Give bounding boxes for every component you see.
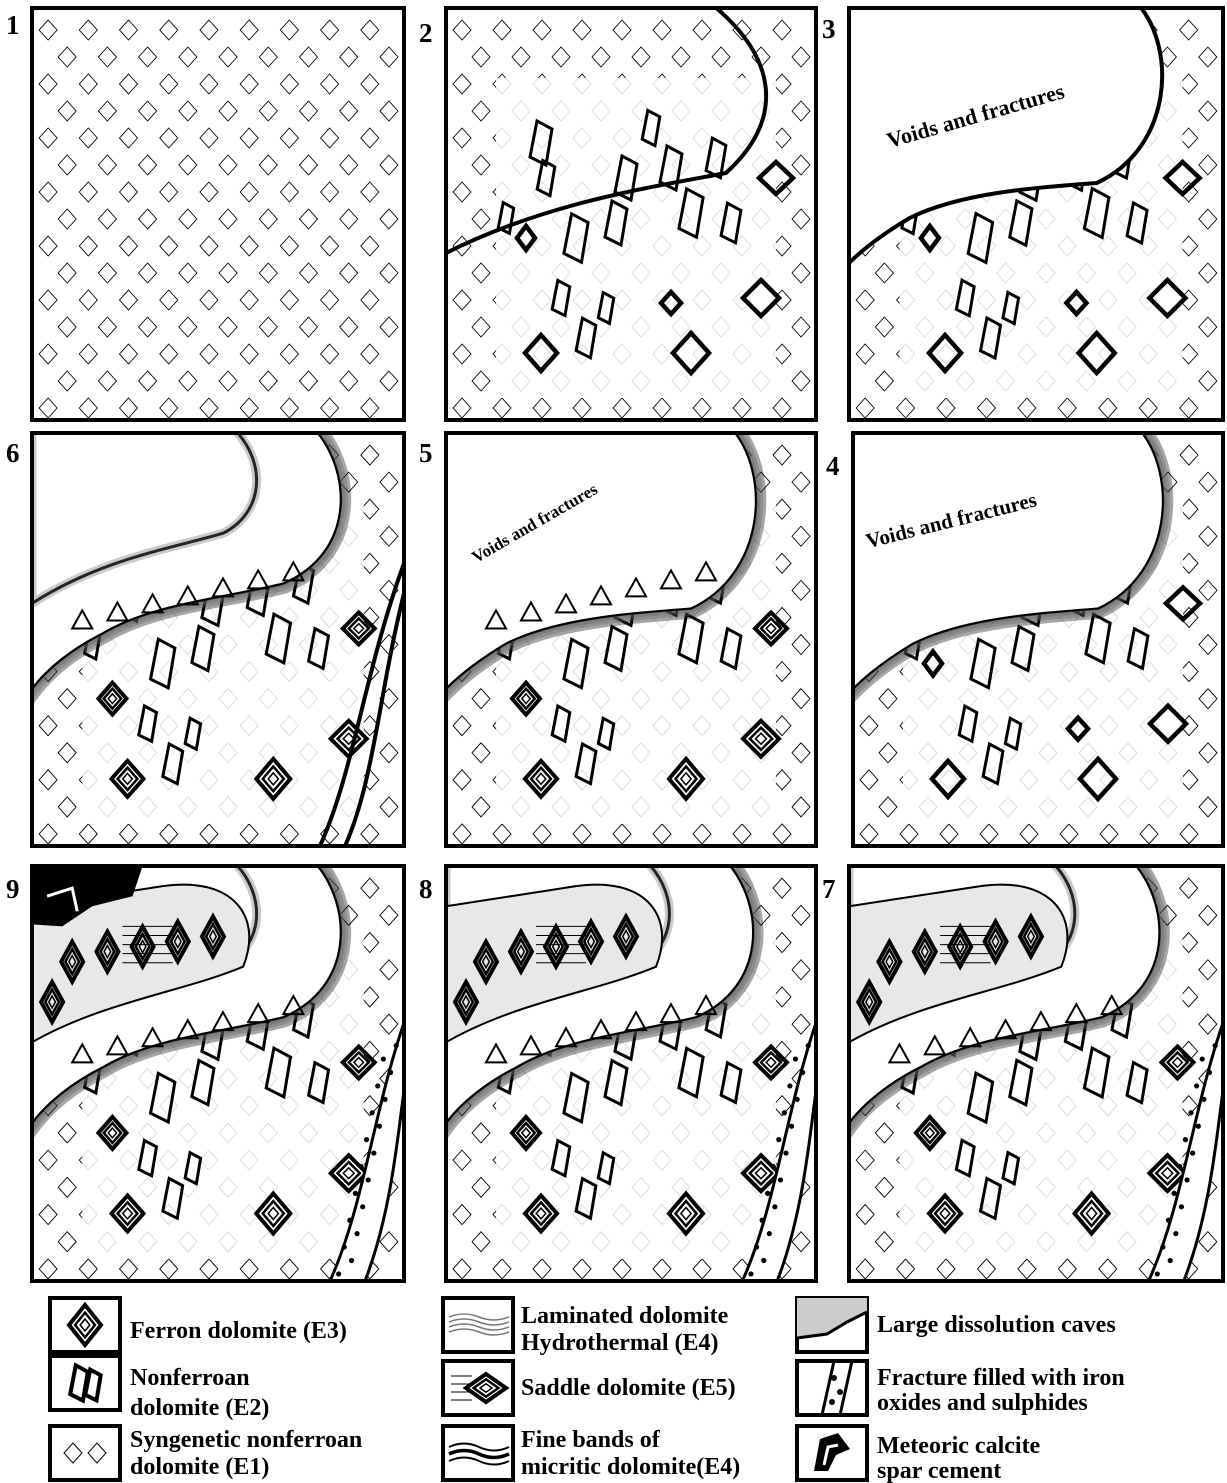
fracture-fill-icon [797,1361,867,1415]
saddle-dolomite-icon [443,1361,513,1415]
panel-3: 3Voids and fractures [822,3,1223,420]
legend-label: Hydrothermal (E4) [521,1330,719,1356]
panel-number: 4 [826,451,840,481]
meteoric-calcite-icon [797,1426,867,1480]
legend-label: Meteoric calcite [877,1433,1041,1459]
legend-item: Fracture filled with ironoxides and sulp… [797,1361,1125,1416]
panel-number: 1 [6,10,20,40]
legend-label: Large dissolution caves [877,1312,1116,1338]
panel-7: 7 [822,861,1225,1284]
legend-item: Large dissolution caves [797,1298,1116,1352]
micritic-bands-icon [443,1426,513,1480]
legend-label: micritic dolomite(E4) [521,1454,740,1480]
legend-item: Meteoric calcitespar cement [797,1426,1041,1483]
panel-number: 9 [6,874,20,904]
legend-label: Saddle dolomite (E5) [521,1375,736,1401]
legend-item: Laminated dolomiteHydrothermal (E4) [443,1298,729,1356]
panel-number: 8 [419,874,433,904]
crystal-cluster [496,78,793,398]
legend: Ferron dolomite (E3) Nonferroan dolomite (… [50,1298,1125,1483]
legend-label: Laminated dolomite [521,1303,729,1329]
panel-number: 2 [419,18,433,48]
legend-label: Fine bands of [521,1427,661,1453]
legend-label: Fracture filled with iron [877,1365,1125,1391]
panel-number: 3 [822,14,836,44]
panel-number: 5 [419,438,433,468]
legend-label: Nonferroan [130,1365,250,1391]
syngenetic-dolomite-icon [50,1426,120,1480]
legend-item: Saddle dolomite (E5) [443,1361,736,1415]
panel-1: 1 [6,8,404,420]
ferron-dolomite-icon [50,1298,120,1352]
panel-9: 9 [6,861,406,1284]
panel-8: 8 [419,861,818,1284]
legend-label: dolomite (E1) [130,1454,269,1480]
legend-label: dolomite (E2) [130,1395,269,1421]
legend-item: Ferron dolomite (E3) [50,1298,347,1352]
legend-label: Ferron dolomite (E3) [130,1318,347,1344]
panel-6: 6 [6,428,404,849]
panel-2: 2 [419,6,816,420]
dissolution-cave-icon [797,1298,867,1352]
panel-5: 5Voids and fractures [419,428,816,846]
panel-number: 6 [6,438,20,468]
legend-item: Syngenetic nonferroandolomite (E1) [50,1426,362,1480]
nonferroan-dolomite-icon [50,1356,120,1410]
legend-label: oxides and sulphides [877,1390,1088,1416]
laminated-dolomite-icon [443,1298,513,1352]
legend-item: Nonferroan dolomite (E2) [50,1356,269,1421]
panel-number: 7 [822,874,836,904]
legend-label: Syngenetic nonferroan [130,1427,362,1453]
legend-label: spar cement [877,1458,1001,1483]
